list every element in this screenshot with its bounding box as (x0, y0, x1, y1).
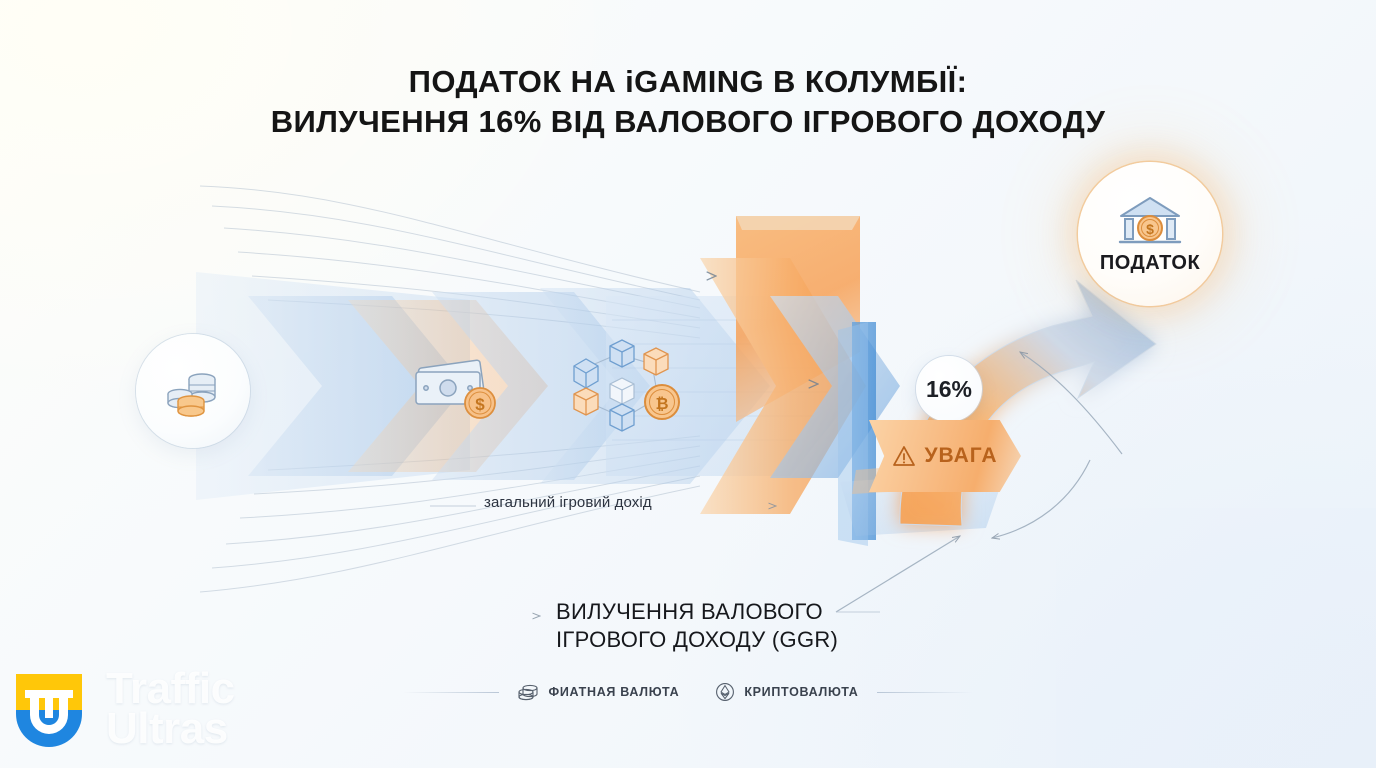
tu-monogram-logo (6, 666, 92, 752)
brand-logo[interactable]: Traffic Ultras (6, 666, 235, 752)
background-card-corner (1056, 508, 1376, 768)
brand-name-line-1: Traffic (106, 663, 235, 713)
page-title: ПОДАТОК НА iGAMING В КОЛУМБІЇ: ВИЛУЧЕННЯ… (0, 62, 1376, 143)
filter-slab-blue (852, 322, 876, 540)
flow-stream-lines-top (199, 185, 701, 339)
tax-rate-badge[interactable]: 16% (916, 356, 982, 422)
ggr-callout-line-2: ІГРОВОГО ДОХОДУ (GGR) (556, 626, 839, 652)
coins-stack-icon (167, 373, 216, 417)
flow-stream-lines-bottom (199, 435, 701, 593)
legend-item-crypto: КРИПТОВАЛЮТА (715, 682, 858, 702)
brand-name-line-2: Ultras (106, 704, 228, 753)
ggr-callout-label: ВИЛУЧЕННЯ ВАЛОВОГО ІГРОВОГО ДОХОДУ (GGR) (556, 598, 838, 653)
banknotes-dollar-coin-icon: $ (415, 359, 496, 419)
ethereum-crypto-icon (716, 683, 735, 701)
source-coins-node[interactable] (136, 334, 250, 448)
title-line-1: ПОДАТОК НА iGAMING В КОЛУМБІЇ: (408, 64, 968, 99)
legend-label-crypto: КРИПТОВАЛЮТА (744, 685, 859, 699)
legend-item-fiat: ФИАТНАЯ ВАЛЮТА (517, 683, 679, 701)
tax-node-label: ПОДАТОК (1099, 251, 1201, 274)
legend-rule-right (876, 691, 973, 693)
warning-triangle-icon (893, 446, 916, 466)
svg-text:₿: ₿ (655, 395, 668, 413)
legend-label-fiat: ФИАТНАЯ ВАЛЮТА (548, 685, 680, 699)
filter-chevron-orange (700, 258, 866, 514)
svg-text:$: $ (475, 395, 485, 414)
fiat-money-icon-group: $ (410, 358, 506, 429)
ggr-flow-label: загальний ігровий дохід (484, 494, 652, 511)
warning-label: УВАГА (924, 444, 998, 467)
crypto-icon-group: ₿ (552, 336, 688, 445)
tax-destination-node[interactable]: $ ПОДАТОК (1078, 162, 1222, 306)
legend: ФИАТНАЯ ВАЛЮТА КРИПТОВАЛЮТА (0, 682, 1376, 702)
brand-name: Traffic Ultras (106, 663, 235, 753)
svg-text:$: $ (1146, 221, 1154, 237)
filter-chevron-blue (770, 296, 900, 478)
title-line-2: ВИЛУЧЕННЯ 16% ВІД ВАЛОВОГО ІГРОВОГО ДОХО… (270, 104, 1106, 140)
warning-chevron[interactable]: УВАГА (869, 420, 1021, 492)
ggr-callout-line-1: ВИЛУЧЕННЯ ВАЛОВОГО (556, 599, 823, 624)
blockchain-bitcoin-icon: ₿ (573, 339, 680, 432)
funnel-chevrons (248, 288, 770, 484)
coins-stack-icon (518, 684, 539, 701)
bank-building-dollar-icon: $ (1118, 196, 1182, 243)
legend-rule-left (403, 691, 500, 693)
filter-slab-orange (736, 216, 860, 422)
tax-rate-value: 16% (925, 375, 973, 402)
